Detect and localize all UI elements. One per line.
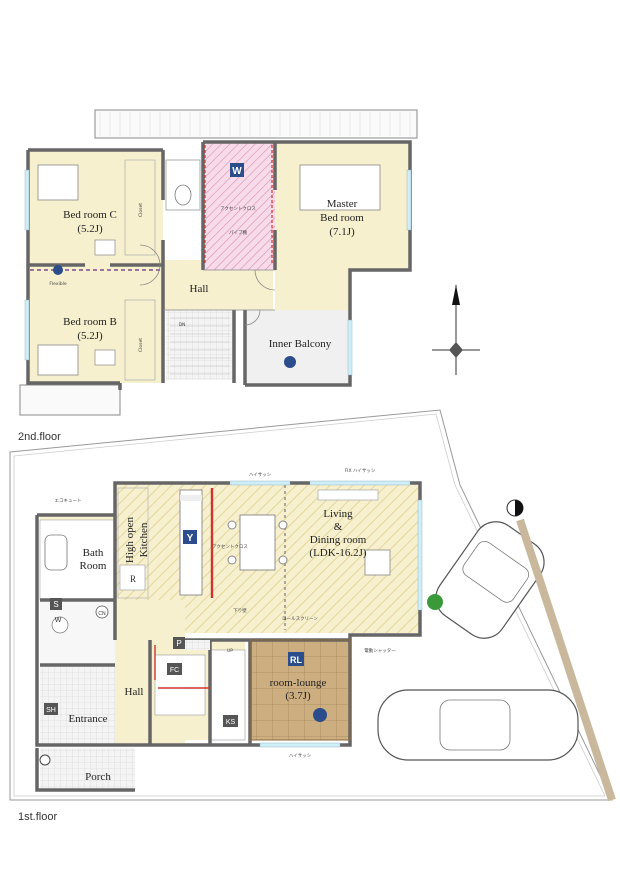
sh-badge <box>44 703 58 715</box>
bath-room-floor <box>39 519 116 601</box>
master-size: (7.1J) <box>329 226 355 238</box>
porch-label: Porch <box>85 771 111 783</box>
electric-shutter-label: 電動シャッター <box>364 647 396 654</box>
second-floor-label: 2nd.floor <box>18 431 61 443</box>
walkin-badge-text: W <box>232 166 242 177</box>
second-floor: W Bed room C (5.2J) Bed room B (5.2J) Ma… <box>18 109 480 443</box>
master-line2: Bed room <box>320 212 364 224</box>
bedroom-c-name: Bed room C <box>63 209 117 221</box>
kitchen-counter <box>117 487 149 599</box>
hall-1f-label: Hall <box>125 686 144 698</box>
sh-badge-text: SH <box>46 707 56 714</box>
ldk-line2: & <box>334 521 343 533</box>
high-sash-bottom: ハイサッシ <box>289 753 312 759</box>
desk-c <box>94 239 116 256</box>
kitchen-badge <box>183 530 197 544</box>
closet-c <box>124 159 156 256</box>
staircase <box>166 310 234 380</box>
car-bottom-icon <box>377 689 579 761</box>
balcony-rail <box>94 109 418 139</box>
flexible-badge-icon <box>53 265 63 275</box>
accent-cross-1f: アクセントクロス <box>212 544 248 550</box>
fix-high-sash: FIX ハイサッシ <box>345 468 376 474</box>
lounge-name: room-lounge <box>270 677 327 689</box>
inner-balcony-label: Inner Balcony <box>269 338 332 350</box>
bed-b <box>37 344 79 376</box>
compass-icon <box>432 285 480 375</box>
desk-b <box>94 349 116 366</box>
post-icon <box>39 754 51 766</box>
master-bed <box>299 164 381 211</box>
bath-line2: Room <box>80 560 107 572</box>
refrigerator-mark: R <box>130 574 136 584</box>
storage-badge-text: P <box>176 639 181 648</box>
flexible-label: Flexible <box>49 281 67 287</box>
ldk-line1: Living <box>323 508 353 520</box>
bedroom-c-size: (5.2J) <box>77 223 103 235</box>
ldk-line3: Dining room <box>310 534 367 546</box>
kitchen-line2: Kitchen <box>138 522 150 557</box>
high-sash-top: ハイサッシ <box>249 472 272 478</box>
hall-2f-label: Hall <box>190 283 209 295</box>
first-floor: RL Y S P FC KS SH CN <box>9 409 616 823</box>
entrance-label: Entrance <box>68 713 107 725</box>
bedroom-b-name: Bed room B <box>63 316 117 328</box>
ecocute-label: エコキュート <box>55 498 82 504</box>
pipe-shelf-label: パイプ棚 <box>229 229 247 236</box>
tv-board <box>317 489 379 501</box>
wash-basin <box>51 616 69 634</box>
lounge-badge-text: RL <box>290 655 302 665</box>
shoe-badge-text: S <box>53 600 58 609</box>
ldk-size: (LDK-16.2J) <box>309 547 366 559</box>
bedroom-b-size: (5.2J) <box>77 330 103 342</box>
down-mark: DN <box>179 322 186 328</box>
up-mark: UP <box>227 648 233 654</box>
closet-b-label: Closet <box>138 338 144 352</box>
sofa <box>364 549 391 576</box>
shoe-badge <box>50 598 62 610</box>
kitchen-line1: High open <box>124 516 136 563</box>
closet-c-label: Closet <box>138 203 144 217</box>
toilet-badge-text: FC <box>170 667 179 674</box>
first-floor-label: 1st.floor <box>18 811 57 823</box>
lounge-bay-icon <box>313 708 327 722</box>
cn-badge-text: CN <box>98 611 106 617</box>
roll-screen-label: ロールスクリーン <box>282 616 318 622</box>
lounge-size: (3.7J) <box>285 690 311 702</box>
bathtub <box>44 534 68 571</box>
refrigerator <box>119 564 146 591</box>
washer-mark: W <box>55 617 62 624</box>
dining-table <box>239 514 276 571</box>
tree-icon <box>427 594 443 610</box>
master-line1: Master <box>327 198 358 210</box>
bed-c <box>37 164 79 201</box>
lounge-badge <box>288 652 304 666</box>
toilet-badge <box>167 663 182 675</box>
toilet-icon <box>174 184 192 206</box>
accent-cross-2f: アクセントクロス <box>220 206 256 212</box>
walkin-badge <box>230 163 244 177</box>
closet-b <box>124 299 156 381</box>
under-slope-label: 下り壁 <box>233 607 247 614</box>
inner-balcony-floor <box>245 310 350 385</box>
lower-balcony-rail <box>19 384 121 416</box>
balcony-badge-icon <box>284 356 296 368</box>
storage-badge <box>173 637 185 649</box>
walk-in-closet-floor <box>203 142 275 270</box>
ks-badge <box>223 715 238 727</box>
ks-badge-text: KS <box>226 719 236 726</box>
kitchen-badge-text: Y <box>187 533 194 544</box>
porch-floor <box>40 748 135 790</box>
cn-badge-icon <box>95 605 109 619</box>
bath-line1: Bath <box>83 547 104 559</box>
